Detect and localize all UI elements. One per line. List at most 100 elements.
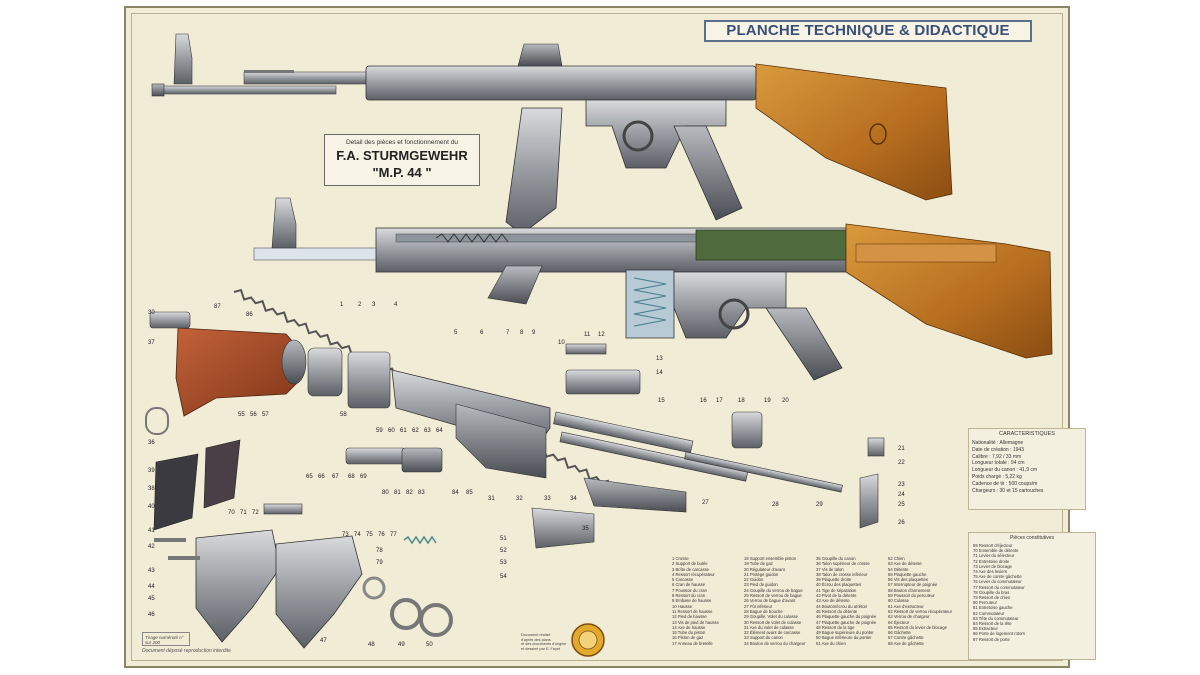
pieces-item: 82 Commutateur: [973, 610, 1005, 616]
part-number-label: 28: [772, 502, 779, 508]
legend-item: 28 Bague de bouche: [744, 608, 783, 614]
rear-sight: [517, 43, 563, 67]
poster: PLANCHE TECHNIQUE & DIDACTIQUE Detail de…: [124, 6, 1096, 668]
legend-item: 1 Crosse: [672, 556, 689, 561]
part-trigger-housing-right: [275, 535, 363, 649]
part-number-label: 85: [466, 490, 473, 496]
part-piston-16: [559, 431, 749, 482]
part-number-label: 61: [400, 428, 407, 434]
part-number-label: 80: [382, 490, 389, 496]
specification-row: Poids chargé : 5,22 kg: [972, 473, 1022, 480]
part-number-label: 13: [656, 356, 663, 362]
specification-row: Longueur du canon : 41,9 cm: [972, 467, 1038, 474]
part-selector-70: [263, 503, 303, 515]
part-number-label: 58: [340, 412, 347, 418]
specification-row: Cadence de tir : 500 coups/m: [972, 480, 1038, 487]
rifle-complete: [151, 33, 953, 235]
part-number-label: 7: [506, 330, 510, 336]
detail-caption: Detail des pièces et fonctionnement du F…: [324, 134, 480, 186]
part-number-label: 42: [148, 544, 155, 550]
pieces-item: 71 Levier du sélecteur: [973, 553, 1015, 559]
legend-item: 32 Élément avant de carcasse: [744, 630, 801, 636]
part-number-label: 51: [500, 536, 507, 542]
barrel: [155, 85, 337, 95]
specification-row: Chargeurs : 30 et 15 cartouches: [972, 487, 1044, 494]
part-number-label: 62: [412, 428, 419, 434]
part-rear-sight-base-14: [565, 369, 641, 395]
part-number-label: 5: [454, 330, 458, 336]
legend-item: 42 Pivot de la détente: [816, 593, 857, 599]
part-number-label: 38: [148, 486, 155, 492]
pieces-item: 85 Extracteur: [973, 626, 998, 632]
part-number-label: 10: [558, 340, 565, 346]
legend-item: 7 Poussoir du cran: [672, 587, 707, 593]
pieces-item: 74 Axe des leviers: [973, 569, 1007, 575]
pieces-item: 81 Entretoise gauche: [973, 605, 1013, 611]
pieces-item: 78 Goupille du bras: [973, 589, 1010, 595]
part-front-element-32: [531, 507, 595, 549]
legend-item: 55 Plaquette gauche: [888, 571, 927, 577]
legend-item: 8 Ressort du cran: [672, 593, 706, 599]
part-number-label: 6: [480, 330, 484, 336]
part-number-label: 47: [320, 638, 327, 644]
legend-item: 26 Verrou de bague d'avant: [744, 598, 796, 604]
pistol-grip: [673, 125, 743, 221]
part-number-label: 81: [394, 490, 401, 496]
detail-subtitle: Detail des pièces et fonctionnement du: [345, 139, 458, 146]
imprint-line: Document réalisé: [521, 633, 551, 637]
legend-item: 60 Culasse: [888, 598, 909, 604]
part-sling-swivel-36: [145, 407, 169, 435]
legend-item: 43 Axe de détente: [816, 598, 850, 604]
legend-item: 25 Ressort de verrou de bague: [744, 593, 802, 599]
cutaway-front-sight: [271, 197, 297, 249]
copyright-note: Document déposé reproduction interdite: [142, 648, 231, 654]
part-number-label: 8: [520, 330, 524, 336]
legend-item: 11 Ressort de hausse: [672, 608, 713, 614]
part-number-label: 77: [390, 532, 397, 538]
legend-item: 58 Bouton d'armement: [888, 587, 931, 593]
part-number-label: 54: [500, 574, 507, 580]
part-number-label: 46: [148, 612, 155, 618]
legend-item: 18 Support ensemble piston: [744, 556, 797, 561]
legend-item: 35 Goupille du canon: [816, 556, 856, 561]
legend-item: 54 Détente: [888, 566, 909, 572]
part-number-label: 30: [148, 310, 155, 316]
part-number-label: 32: [516, 496, 523, 502]
part-number-label: 50: [426, 642, 433, 648]
part-carcasse-front: [455, 403, 547, 479]
part-number-label: 14: [656, 370, 663, 376]
page-title: PLANCHE TECHNIQUE & DIDACTIQUE: [704, 20, 1032, 42]
legend-item: 44 Bouton/écrou du arrêtoir: [816, 603, 867, 609]
pieces-item: 77 Ressort du commutateur: [973, 584, 1025, 590]
part-number-label: 57: [262, 412, 269, 418]
pieces-item: 79 Ressort de chien: [973, 595, 1011, 601]
part-number-label: 16: [700, 398, 707, 404]
part-bolt-60: [345, 447, 407, 465]
part-number-label: 22: [898, 460, 905, 466]
part-number-label: 86: [246, 312, 253, 318]
part-number-label: 49: [398, 642, 405, 648]
part-stock-1: [175, 327, 303, 417]
part-number-label: 37: [148, 340, 155, 346]
legend-item: 53 Axe de détente: [888, 561, 922, 567]
part-number-label: 27: [702, 500, 709, 506]
part-number-label: 35: [582, 526, 589, 532]
legend-item: 52 Chien: [888, 556, 905, 561]
part-number-label: 33: [544, 496, 551, 502]
legend-item: 12 Pied de hausse: [672, 614, 707, 620]
legend-item: 10 Hausse: [672, 603, 693, 609]
part-number-label: 59: [376, 428, 383, 434]
part-number-label: 78: [376, 548, 383, 554]
trigger-guard: [622, 120, 654, 152]
part-number-label: 71: [240, 510, 247, 516]
legend-item: 46 Plaquette gauche du poignée: [816, 614, 877, 620]
legend-item: 20 Régulateur d'avant: [744, 566, 785, 572]
rifle-cutaway: [253, 197, 1053, 381]
legend-item: 64 Éjecteur: [888, 619, 910, 625]
legend-item: 21 Protège guidon: [744, 571, 779, 577]
legend-item: 24 Goupille du verrou de bague: [744, 587, 803, 593]
detail-model: F.A. STURMGEWEHR: [336, 148, 468, 163]
part-pin-43: [168, 556, 200, 560]
legend-item: 23 Pied de guidon: [744, 582, 778, 588]
